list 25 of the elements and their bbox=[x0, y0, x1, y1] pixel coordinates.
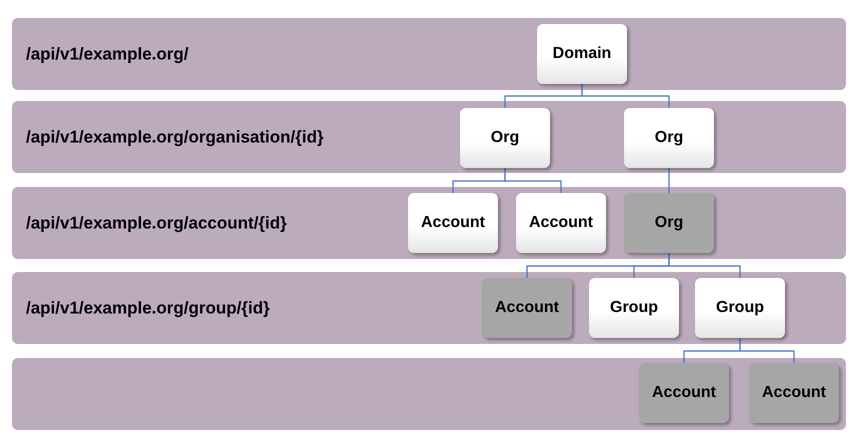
level-band bbox=[12, 272, 846, 344]
level-band bbox=[12, 18, 846, 90]
entity-box: Group bbox=[695, 278, 785, 338]
connector-line bbox=[668, 253, 741, 278]
endpoint-label: /api/v1/example.org/organisation/{id} bbox=[26, 126, 324, 148]
level-band bbox=[12, 187, 846, 259]
entity-box: Org bbox=[460, 108, 550, 168]
entity-box: Group bbox=[589, 278, 679, 338]
entity-box: Org bbox=[624, 193, 714, 253]
endpoint-label: /api/v1/example.org/ bbox=[26, 43, 189, 66]
endpoint-label: /api/v1/example.org/group/{id} bbox=[26, 297, 270, 320]
level-band bbox=[12, 101, 846, 173]
entity-box: Domain bbox=[537, 24, 627, 84]
connector-line bbox=[504, 168, 562, 193]
entity-box: Account bbox=[639, 363, 729, 423]
connector-line bbox=[581, 84, 670, 108]
entity-box: Account bbox=[482, 278, 572, 338]
entity-box: Org bbox=[624, 108, 714, 168]
connector-line bbox=[739, 338, 795, 363]
entity-box: Account bbox=[516, 193, 606, 253]
entity-box: Account bbox=[749, 363, 839, 423]
level-band bbox=[12, 358, 846, 430]
connector-line bbox=[668, 168, 670, 193]
endpoint-label: /api/v1/example.org/account/{id} bbox=[26, 212, 287, 234]
entity-box: Account bbox=[408, 193, 498, 253]
